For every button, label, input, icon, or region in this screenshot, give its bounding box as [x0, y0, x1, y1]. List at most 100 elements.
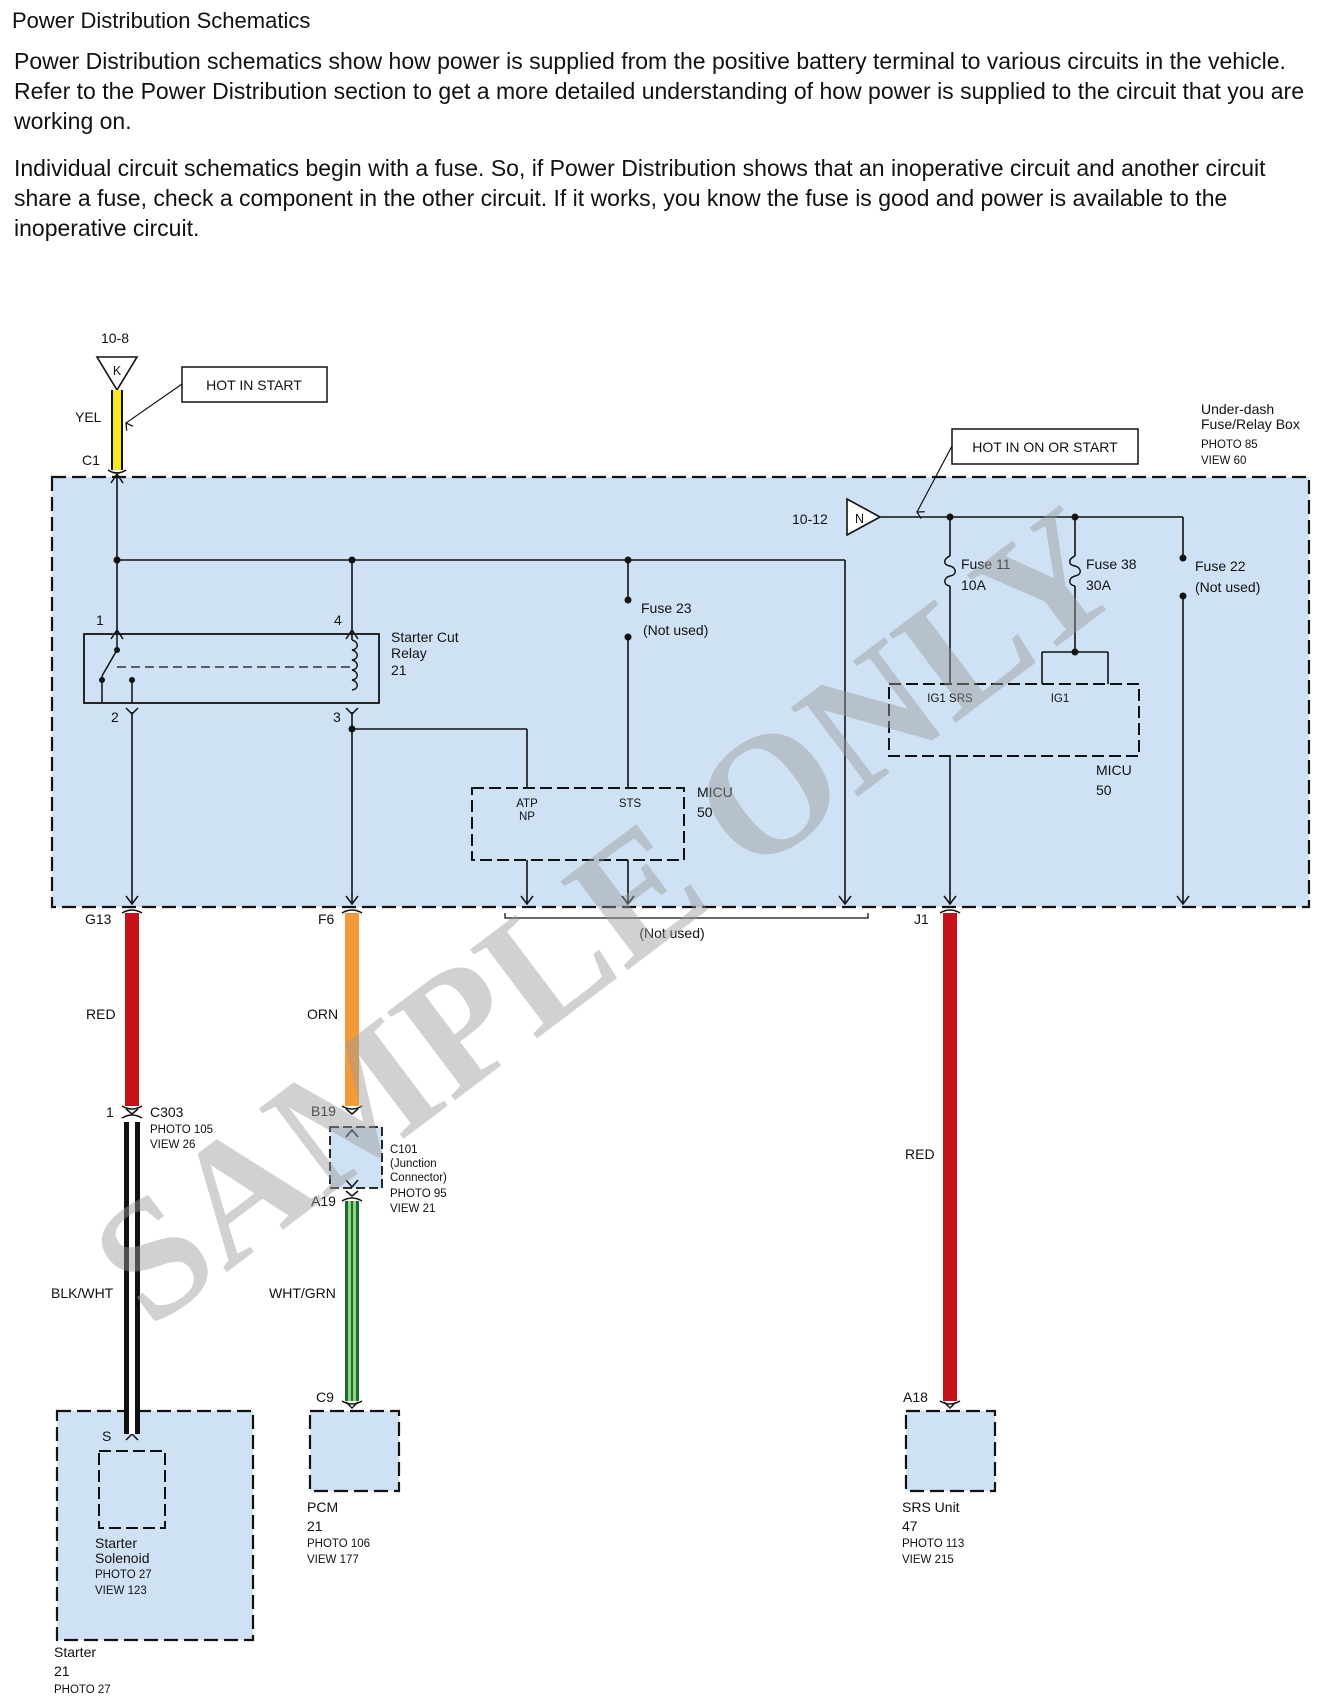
relay-pin-4: 4 — [334, 612, 342, 628]
relay-pin-2: 2 — [111, 709, 119, 725]
blk-wht-wire-label: BLK/WHT — [51, 1285, 114, 1301]
relay-contact-dot — [114, 647, 120, 653]
micu-pin-ig1-srs: IG1 SRS — [927, 693, 973, 705]
k-ref-label: 10-8 — [101, 330, 129, 346]
fuse-box-title-1: Under-dash — [1201, 401, 1274, 417]
hot-in-on-or-start-callout — [951, 428, 1139, 465]
intro-paragraph-1: Power Distribution schematics show how p… — [14, 48, 1304, 134]
c303-view: VIEW 26 — [150, 1139, 195, 1151]
wire-yel — [111, 390, 123, 470]
pcm-view: VIEW 177 — [307, 1554, 359, 1566]
relay-num: 21 — [391, 662, 407, 678]
srs-pin-a18: A18 — [903, 1389, 928, 1405]
micu-right-name: MICU — [1096, 762, 1132, 778]
red-wire-label-right: RED — [905, 1146, 935, 1162]
intro-paragraph-2: Individual circuit schematics begin with… — [14, 155, 1266, 241]
fuse-11-name: Fuse 11 — [961, 556, 1011, 572]
callout-leader — [917, 445, 953, 512]
srs-view: VIEW 215 — [902, 1554, 954, 1566]
starter-solenoid-photo: PHOTO 27 — [95, 1569, 152, 1581]
micu-pin-np: NP — [519, 811, 535, 823]
micu-left-box — [471, 787, 685, 861]
g13-pin-label: G13 — [85, 911, 112, 927]
c1-connector-label: C1 — [82, 452, 100, 468]
pcm-name: PCM — [307, 1499, 338, 1515]
wht-grn-wire-label: WHT/GRN — [269, 1285, 336, 1301]
fuse-23-note: (Not used) — [643, 622, 708, 638]
fuse-11-rating: 10A — [961, 577, 987, 593]
c101-name: C101 — [390, 1144, 418, 1156]
starter-solenoid-box — [98, 1450, 166, 1529]
fuse-box-photo: PHOTO 85 — [1201, 439, 1258, 451]
starter-solenoid-view: VIEW 123 — [95, 1585, 147, 1597]
fuse-38-rating: 30A — [1086, 577, 1112, 593]
callout-leader — [126, 383, 183, 423]
pcm-num: 21 — [307, 1518, 323, 1534]
fuse-38-name: Fuse 38 — [1086, 556, 1137, 572]
page-title: Power Distribution Schematics — [12, 8, 311, 33]
n-input-triangle — [846, 497, 882, 537]
hot-in-start-text: HOT IN START — [206, 377, 302, 393]
red-wire-label-left: RED — [86, 1006, 116, 1022]
c303-photo: PHOTO 105 — [150, 1124, 213, 1136]
pcm-box — [308, 1409, 401, 1493]
wire-red-right — [943, 913, 957, 1401]
fuse-box-view: VIEW 60 — [1201, 455, 1246, 467]
relay-contact-dot — [129, 677, 135, 683]
starter-pin-s: S — [102, 1428, 111, 1444]
j1-pin-label: J1 — [914, 911, 929, 927]
micu-pin-atp: ATP — [516, 798, 538, 810]
micu-pin-sts: STS — [619, 798, 642, 810]
wire-blk-wht — [124, 1122, 140, 1434]
fuse-box-title-2: Fuse/Relay Box — [1201, 416, 1300, 432]
c101-pin-b19: B19 — [311, 1103, 336, 1119]
k-letter: K — [113, 364, 122, 378]
pcm-photo: PHOTO 106 — [307, 1538, 370, 1550]
c101-photo: PHOTO 95 — [390, 1188, 447, 1200]
c101-junction-box — [329, 1126, 383, 1189]
c101-line3: Connector) — [390, 1172, 447, 1184]
relay-name-1: Starter Cut — [391, 629, 459, 645]
c101-view: VIEW 21 — [390, 1203, 435, 1215]
srs-unit-box — [904, 1409, 997, 1493]
internal-wiring — [116, 474, 1184, 904]
micu-left-num: 50 — [697, 804, 713, 820]
fuse-11-symbol — [944, 555, 956, 587]
micu-pin-ig1: IG1 — [1051, 693, 1070, 705]
srs-num: 47 — [902, 1518, 918, 1534]
c303-pin: 1 — [106, 1104, 114, 1120]
orn-wire-label: ORN — [307, 1006, 338, 1022]
k-input-triangle — [95, 356, 139, 392]
fuse-38-symbol — [1069, 555, 1081, 587]
starter-solenoid-name-1: Starter — [95, 1535, 137, 1551]
relay-name-2: Relay — [391, 645, 427, 661]
srs-name: SRS Unit — [902, 1499, 960, 1515]
yel-wire-label: YEL — [75, 409, 102, 425]
relay-contact-dot — [99, 677, 105, 683]
micu-right-box — [888, 683, 1140, 757]
wire-red-left — [125, 913, 139, 1106]
wire-wht-grn — [345, 1201, 359, 1401]
wire-orn — [345, 913, 359, 1106]
starter-num: 21 — [54, 1663, 70, 1679]
pcm-pin-c9: C9 — [316, 1389, 334, 1405]
f6-pin-label: F6 — [318, 911, 335, 927]
starter-solenoid-name-2: Solenoid — [95, 1550, 150, 1566]
srs-photo: PHOTO 113 — [902, 1538, 964, 1550]
fuse-22-name: Fuse 22 — [1195, 558, 1246, 574]
n-ref-label: 10-12 — [792, 511, 828, 527]
starter-photo: PHOTO 27 — [54, 1684, 111, 1696]
micu-left-name: MICU — [697, 784, 733, 800]
c101-line2: (Junction — [390, 1158, 437, 1170]
junction-dots — [113, 513, 1187, 733]
fuse-22-note: (Not used) — [1195, 579, 1260, 595]
relay-pin-1: 1 — [96, 612, 104, 628]
starter-name: Starter — [54, 1644, 96, 1660]
n-letter: N — [855, 512, 864, 526]
relay-pin-3: 3 — [333, 709, 341, 725]
fuse-23-name: Fuse 23 — [641, 600, 692, 616]
connector-caps — [107, 469, 961, 1405]
not-used-bracket — [504, 913, 869, 919]
starter-cut-relay-box — [83, 633, 380, 704]
